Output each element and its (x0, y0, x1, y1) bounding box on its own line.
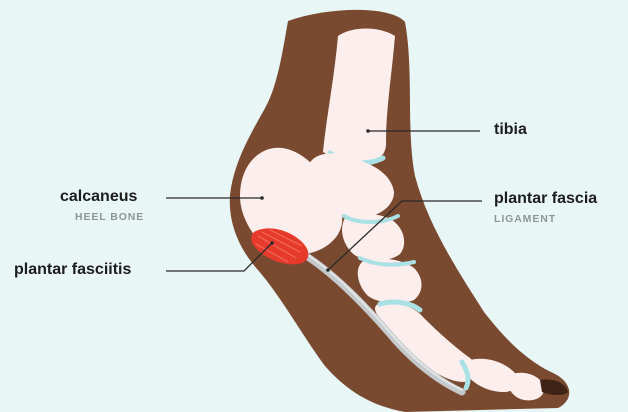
calcaneus-sublabel: HEEL BONE (75, 211, 144, 223)
tibia-leader-dot (366, 129, 370, 133)
calcaneus-label: calcaneus (60, 188, 137, 206)
calcaneus-leader-dot (260, 196, 264, 200)
plantar-fasciitis-leader-dot (270, 241, 274, 245)
plantar-fasciitis-label: plantar fasciitis (14, 261, 131, 279)
tibia-label: tibia (494, 121, 527, 139)
plantar-fascia-sublabel: LIGAMENT (494, 213, 556, 225)
plantar-fascia-label: plantar fascia (494, 190, 597, 208)
plantar-fascia-leader-dot (326, 268, 330, 272)
